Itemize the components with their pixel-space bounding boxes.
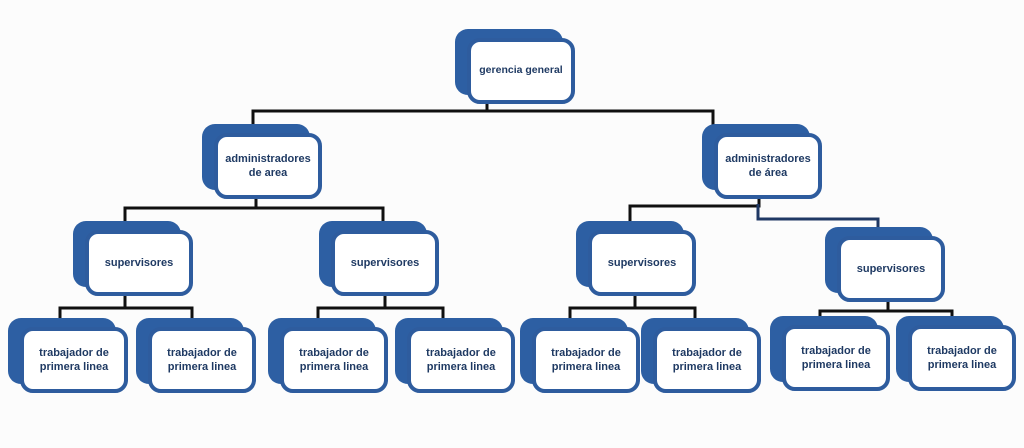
org-node-worker-8: trabajador de primera linea xyxy=(896,316,1016,391)
node-label: supervisores xyxy=(350,256,420,269)
org-node-supervisor-1: supervisores xyxy=(73,221,193,296)
node-card: trabajador de primera linea xyxy=(20,327,128,393)
org-node-worker-3: trabajador de primera linea xyxy=(268,318,388,393)
node-card: supervisores xyxy=(588,230,696,296)
node-label: trabajador de primera linea xyxy=(426,346,496,373)
node-card: trabajador de primera linea xyxy=(532,327,640,393)
node-card: gerencia general xyxy=(467,38,575,104)
node-card: administradores de area xyxy=(214,133,322,199)
connector-sup2-to-workers xyxy=(316,294,445,322)
node-card: supervisores xyxy=(837,236,945,302)
org-node-root: gerencia general xyxy=(455,29,575,104)
org-node-admin-right: administradores de área xyxy=(702,124,822,199)
org-node-worker-2: trabajador de primera linea xyxy=(136,318,256,393)
org-node-supervisor-2: supervisores xyxy=(319,221,439,296)
node-label: administradores de area xyxy=(225,152,311,179)
node-card: trabajador de primera linea xyxy=(653,327,761,393)
node-card: supervisores xyxy=(331,230,439,296)
connector-sup3-to-workers xyxy=(568,294,697,322)
node-label: supervisores xyxy=(607,256,677,269)
org-node-worker-1: trabajador de primera linea xyxy=(8,318,128,393)
connector-adminright-to-sup4 xyxy=(756,204,880,232)
node-label: supervisores xyxy=(856,262,926,275)
node-label: trabajador de primera linea xyxy=(551,346,621,373)
org-node-supervisor-4: supervisores xyxy=(825,227,945,302)
node-card: trabajador de primera linea xyxy=(908,325,1016,391)
node-card: supervisores xyxy=(85,230,193,296)
node-label: trabajador de primera linea xyxy=(167,346,237,373)
org-node-worker-7: trabajador de primera linea xyxy=(770,316,890,391)
node-label: trabajador de primera linea xyxy=(299,346,369,373)
connector-root-to-admins xyxy=(251,100,715,129)
node-label: trabajador de primera linea xyxy=(672,346,742,373)
node-label: gerencia general xyxy=(479,64,563,77)
node-label: supervisores xyxy=(104,256,174,269)
node-card: trabajador de primera linea xyxy=(148,327,256,393)
org-node-worker-6: trabajador de primera linea xyxy=(641,318,761,393)
org-node-supervisor-3: supervisores xyxy=(576,221,696,296)
node-card: trabajador de primera linea xyxy=(407,327,515,393)
node-label: trabajador de primera linea xyxy=(927,344,997,371)
node-label: trabajador de primera linea xyxy=(801,344,871,371)
org-node-admin-left: administradores de area xyxy=(202,124,322,199)
node-card: administradores de área xyxy=(714,133,822,199)
node-label: trabajador de primera linea xyxy=(39,346,109,373)
org-node-worker-5: trabajador de primera linea xyxy=(520,318,640,393)
node-card: trabajador de primera linea xyxy=(280,327,388,393)
node-card: trabajador de primera linea xyxy=(782,325,890,391)
node-label: administradores de área xyxy=(725,152,811,179)
connector-adminright-to-sup3 xyxy=(628,195,761,226)
connector-sup1-to-workers xyxy=(58,294,194,322)
org-node-worker-4: trabajador de primera linea xyxy=(395,318,515,393)
